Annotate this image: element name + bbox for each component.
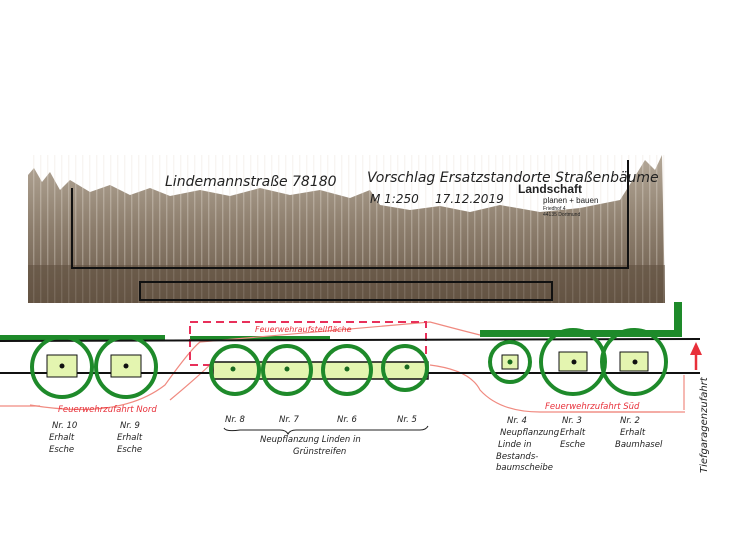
tree-nr-9 <box>94 335 158 399</box>
svg-text:Bestands-: Bestands- <box>496 452 538 462</box>
building-outline <box>71 160 629 269</box>
svg-text:Esche: Esche <box>117 445 142 455</box>
svg-text:Nr. 2: Nr. 2 <box>620 416 640 426</box>
fire-south-label: Feuerwehrzufahrt Süd <box>545 402 640 412</box>
street-title: Lindemannstraße 78180 <box>165 174 337 190</box>
hedges <box>0 302 682 341</box>
tree-nr-4 <box>488 340 532 384</box>
underground-garage-outline <box>139 281 553 301</box>
tree-nr-6 <box>321 344 373 396</box>
svg-text:planen + bauen: planen + bauen <box>543 196 598 205</box>
svg-text:Landschaft: Landschaft <box>518 182 582 196</box>
svg-text:Erhalt: Erhalt <box>560 428 586 438</box>
tree-nr-8 <box>209 344 261 396</box>
date-label: 17.12.2019 <box>435 192 504 206</box>
svg-text:Neupflanzung: Neupflanzung <box>500 428 560 438</box>
garage-entrance-arrow-icon <box>690 342 702 370</box>
green-strip <box>212 361 429 380</box>
curb-line-top <box>0 338 701 342</box>
tree-nr-3 <box>539 328 607 396</box>
svg-text:Nr. 10: Nr. 10 <box>52 421 77 431</box>
svg-text:Nr. 3: Nr. 3 <box>562 416 582 426</box>
svg-text:Neupflanzung Linden in: Neupflanzung Linden in <box>260 435 361 445</box>
svg-text:Friedhof 4: Friedhof 4 <box>543 206 566 212</box>
proposal-title: Vorschlag Ersatzstandorte Straßenbäume <box>367 170 659 186</box>
fire-area-label: Feuerwehraufstellfläche <box>255 325 352 334</box>
svg-text:Esche: Esche <box>49 445 74 455</box>
garage-label: Tiefgaragenzufahrt <box>699 376 710 473</box>
svg-text:Nr. 8: Nr. 8 <box>225 415 245 425</box>
svg-text:Erhalt: Erhalt <box>117 433 143 443</box>
company-logo: Landschaft planen + bauen Friedhof 4 441… <box>518 182 598 218</box>
svg-text:Erhalt: Erhalt <box>620 428 646 438</box>
group-brace <box>223 425 429 436</box>
tree-nr-7 <box>261 344 313 396</box>
tree-nr-5 <box>381 344 429 392</box>
svg-text:Esche: Esche <box>560 440 585 450</box>
trees <box>30 328 668 399</box>
fire-lane-lines <box>0 321 685 413</box>
scale-label: M 1:250 <box>370 192 419 206</box>
tree-nr-2 <box>600 328 668 396</box>
svg-text:Grünstreifen: Grünstreifen <box>293 447 346 457</box>
tree-labels: Nr. 10 Erhalt Esche Nr. 9 Erhalt Esche N… <box>49 415 663 473</box>
svg-text:Nr. 9: Nr. 9 <box>120 421 140 431</box>
svg-text:Erhalt: Erhalt <box>49 433 75 443</box>
tree-nr-10 <box>30 335 94 399</box>
svg-text:Nr. 5: Nr. 5 <box>397 415 417 425</box>
svg-text:Nr. 6: Nr. 6 <box>337 415 357 425</box>
building-block <box>28 155 665 303</box>
svg-text:Nr. 4: Nr. 4 <box>507 416 527 426</box>
svg-text:Nr. 7: Nr. 7 <box>279 415 299 425</box>
svg-text:baumscheibe: baumscheibe <box>496 463 553 473</box>
svg-text:Linde in: Linde in <box>498 440 532 450</box>
svg-text:Baumhasel: Baumhasel <box>615 440 663 450</box>
fire-north-label: Feuerwehrzufahrt Nord <box>58 405 157 415</box>
svg-text:44135 Dortmund: 44135 Dortmund <box>543 212 580 218</box>
